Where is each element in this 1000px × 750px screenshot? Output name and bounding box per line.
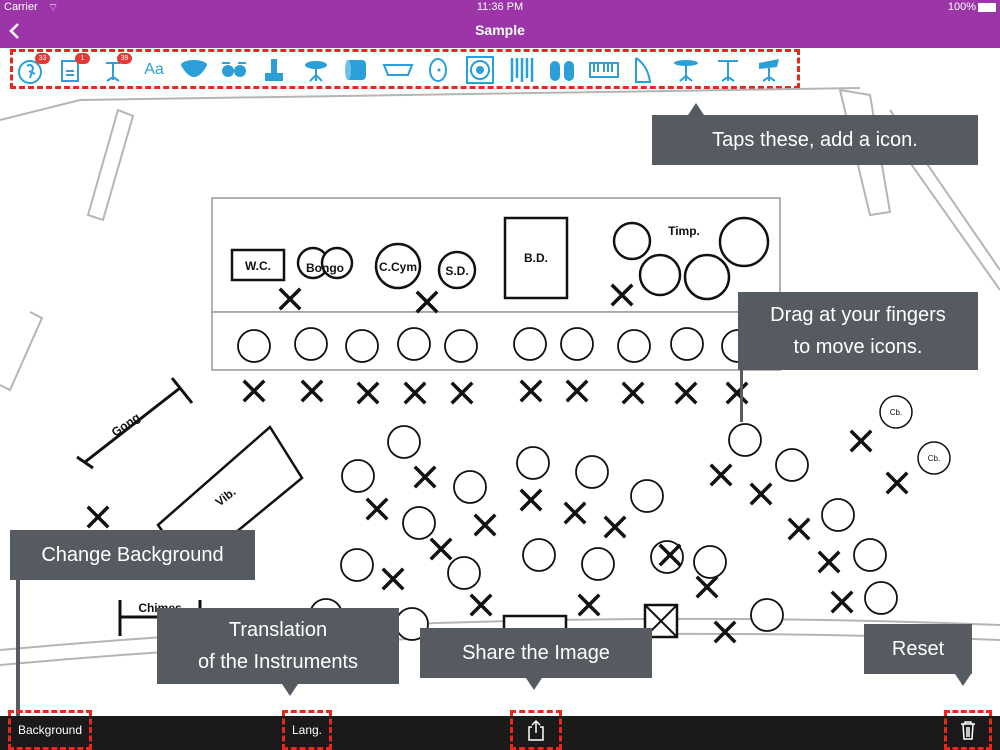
tip-share-tail	[526, 678, 542, 690]
tip-share: Share the Image	[420, 628, 652, 678]
tool-stand[interactable]	[712, 55, 744, 85]
tip-language-tail	[282, 684, 298, 696]
tool-music-stand[interactable]: 39	[98, 53, 132, 85]
tool-music-stand-2[interactable]	[753, 55, 785, 85]
tool-chair[interactable]: 1	[56, 53, 90, 85]
tip-background-tail	[16, 580, 20, 718]
tool-suspended-cymbal[interactable]	[670, 55, 702, 85]
battery-icon	[978, 3, 996, 12]
chevron-left-icon	[9, 23, 19, 39]
reset-button[interactable]	[944, 710, 992, 750]
share-button[interactable]	[510, 710, 562, 750]
tool-drum-set[interactable]	[218, 55, 250, 85]
status-bar: Carrier ⌔ 11:36 PM 100%	[0, 0, 1000, 14]
tip-language: Translation of the Instruments	[157, 608, 399, 684]
label-cb-1: Cb.	[890, 408, 902, 417]
wifi-icon: ⌔	[48, 2, 59, 14]
tip-background: Change Background	[10, 530, 255, 580]
label-cb-2: Cb.	[928, 454, 940, 463]
tip-reset: Reset	[864, 624, 972, 674]
carrier: Carrier	[4, 1, 38, 13]
chair-badge: 1	[75, 53, 90, 64]
bass-drum-icon	[345, 60, 366, 80]
battery-percent: 100%	[947, 1, 976, 13]
tool-cymbal[interactable]	[422, 55, 454, 85]
drum-set-icon	[222, 62, 246, 77]
tool-snare-drum[interactable]	[300, 55, 332, 85]
label-ccym: C.Cym	[379, 260, 417, 274]
music-stand-2-icon	[759, 59, 779, 82]
tool-gong[interactable]	[464, 55, 496, 85]
music-stand-icon	[106, 62, 120, 82]
clock: 11:36 PM	[476, 1, 524, 13]
language-button[interactable]: Lang.	[282, 710, 332, 750]
suspended-cymbal-icon	[674, 60, 698, 82]
conductor-badge: 33	[35, 53, 50, 64]
tool-timpani[interactable]	[178, 55, 210, 85]
tip-drag-line2: to move icons.	[793, 336, 923, 358]
tip-drag-line1: Drag at your fingers	[770, 304, 946, 326]
instrument-toolbar: 33 1 39 Aa	[10, 49, 800, 89]
cymbal-icon	[429, 58, 447, 82]
conductor-icon	[18, 60, 42, 84]
tip-drag-tail	[740, 370, 743, 422]
tip-drag: Drag at your fingers to move icons.	[738, 292, 978, 370]
stand-icon	[718, 60, 738, 82]
tool-congas[interactable]	[546, 55, 578, 85]
label-timp: Timp.	[668, 224, 700, 238]
label-wc: W.C.	[245, 259, 271, 273]
label-bd: B.D.	[524, 251, 548, 265]
chimes-icon	[510, 58, 534, 82]
gong-icon	[466, 56, 494, 84]
page-title: Sample	[475, 22, 525, 38]
keyboard-icon	[589, 62, 619, 78]
bottom-toolbar: Background Lang.	[0, 710, 1000, 750]
congas-icon	[550, 61, 574, 81]
tool-chimes[interactable]	[506, 55, 538, 85]
text-icon: Aa	[144, 61, 164, 78]
tip-language-line1: Translation	[228, 619, 328, 641]
trash-icon	[961, 721, 975, 740]
harp-icon	[635, 57, 652, 83]
tool-conductor[interactable]: 33	[16, 53, 50, 85]
label-gong: Gong	[109, 410, 143, 439]
label-bongo: Bongo	[306, 261, 344, 275]
nav-bar: Sample	[0, 14, 1000, 48]
tip-add-icon-tail	[688, 103, 704, 115]
music-stand-badge: 39	[117, 53, 132, 64]
share-icon	[528, 719, 544, 741]
back-button[interactable]	[6, 20, 26, 42]
chair-icon	[61, 60, 79, 82]
background-button[interactable]: Background	[8, 710, 92, 750]
marimba-icon	[382, 64, 414, 76]
tip-language-line2: of the Instruments	[197, 651, 359, 673]
tool-harp[interactable]	[628, 55, 660, 85]
tip-add-icon: Taps these, add a icon.	[652, 115, 978, 165]
snare-drum-icon	[305, 61, 327, 82]
tool-bass-drum[interactable]	[340, 55, 372, 85]
tool-keyboard[interactable]	[588, 55, 620, 85]
tool-marimba[interactable]	[382, 55, 414, 85]
stage-canvas[interactable]: W.C. Bongo C.Cym S.D. B.D. Timp. Gong Vi…	[0, 48, 1000, 718]
timpani-icon	[181, 60, 207, 77]
tool-conductor-podium[interactable]	[258, 55, 290, 85]
podium-icon	[265, 59, 283, 81]
tip-reset-tail	[955, 674, 971, 686]
label-sd: S.D.	[445, 264, 468, 278]
tool-text[interactable]: Aa	[138, 55, 170, 85]
